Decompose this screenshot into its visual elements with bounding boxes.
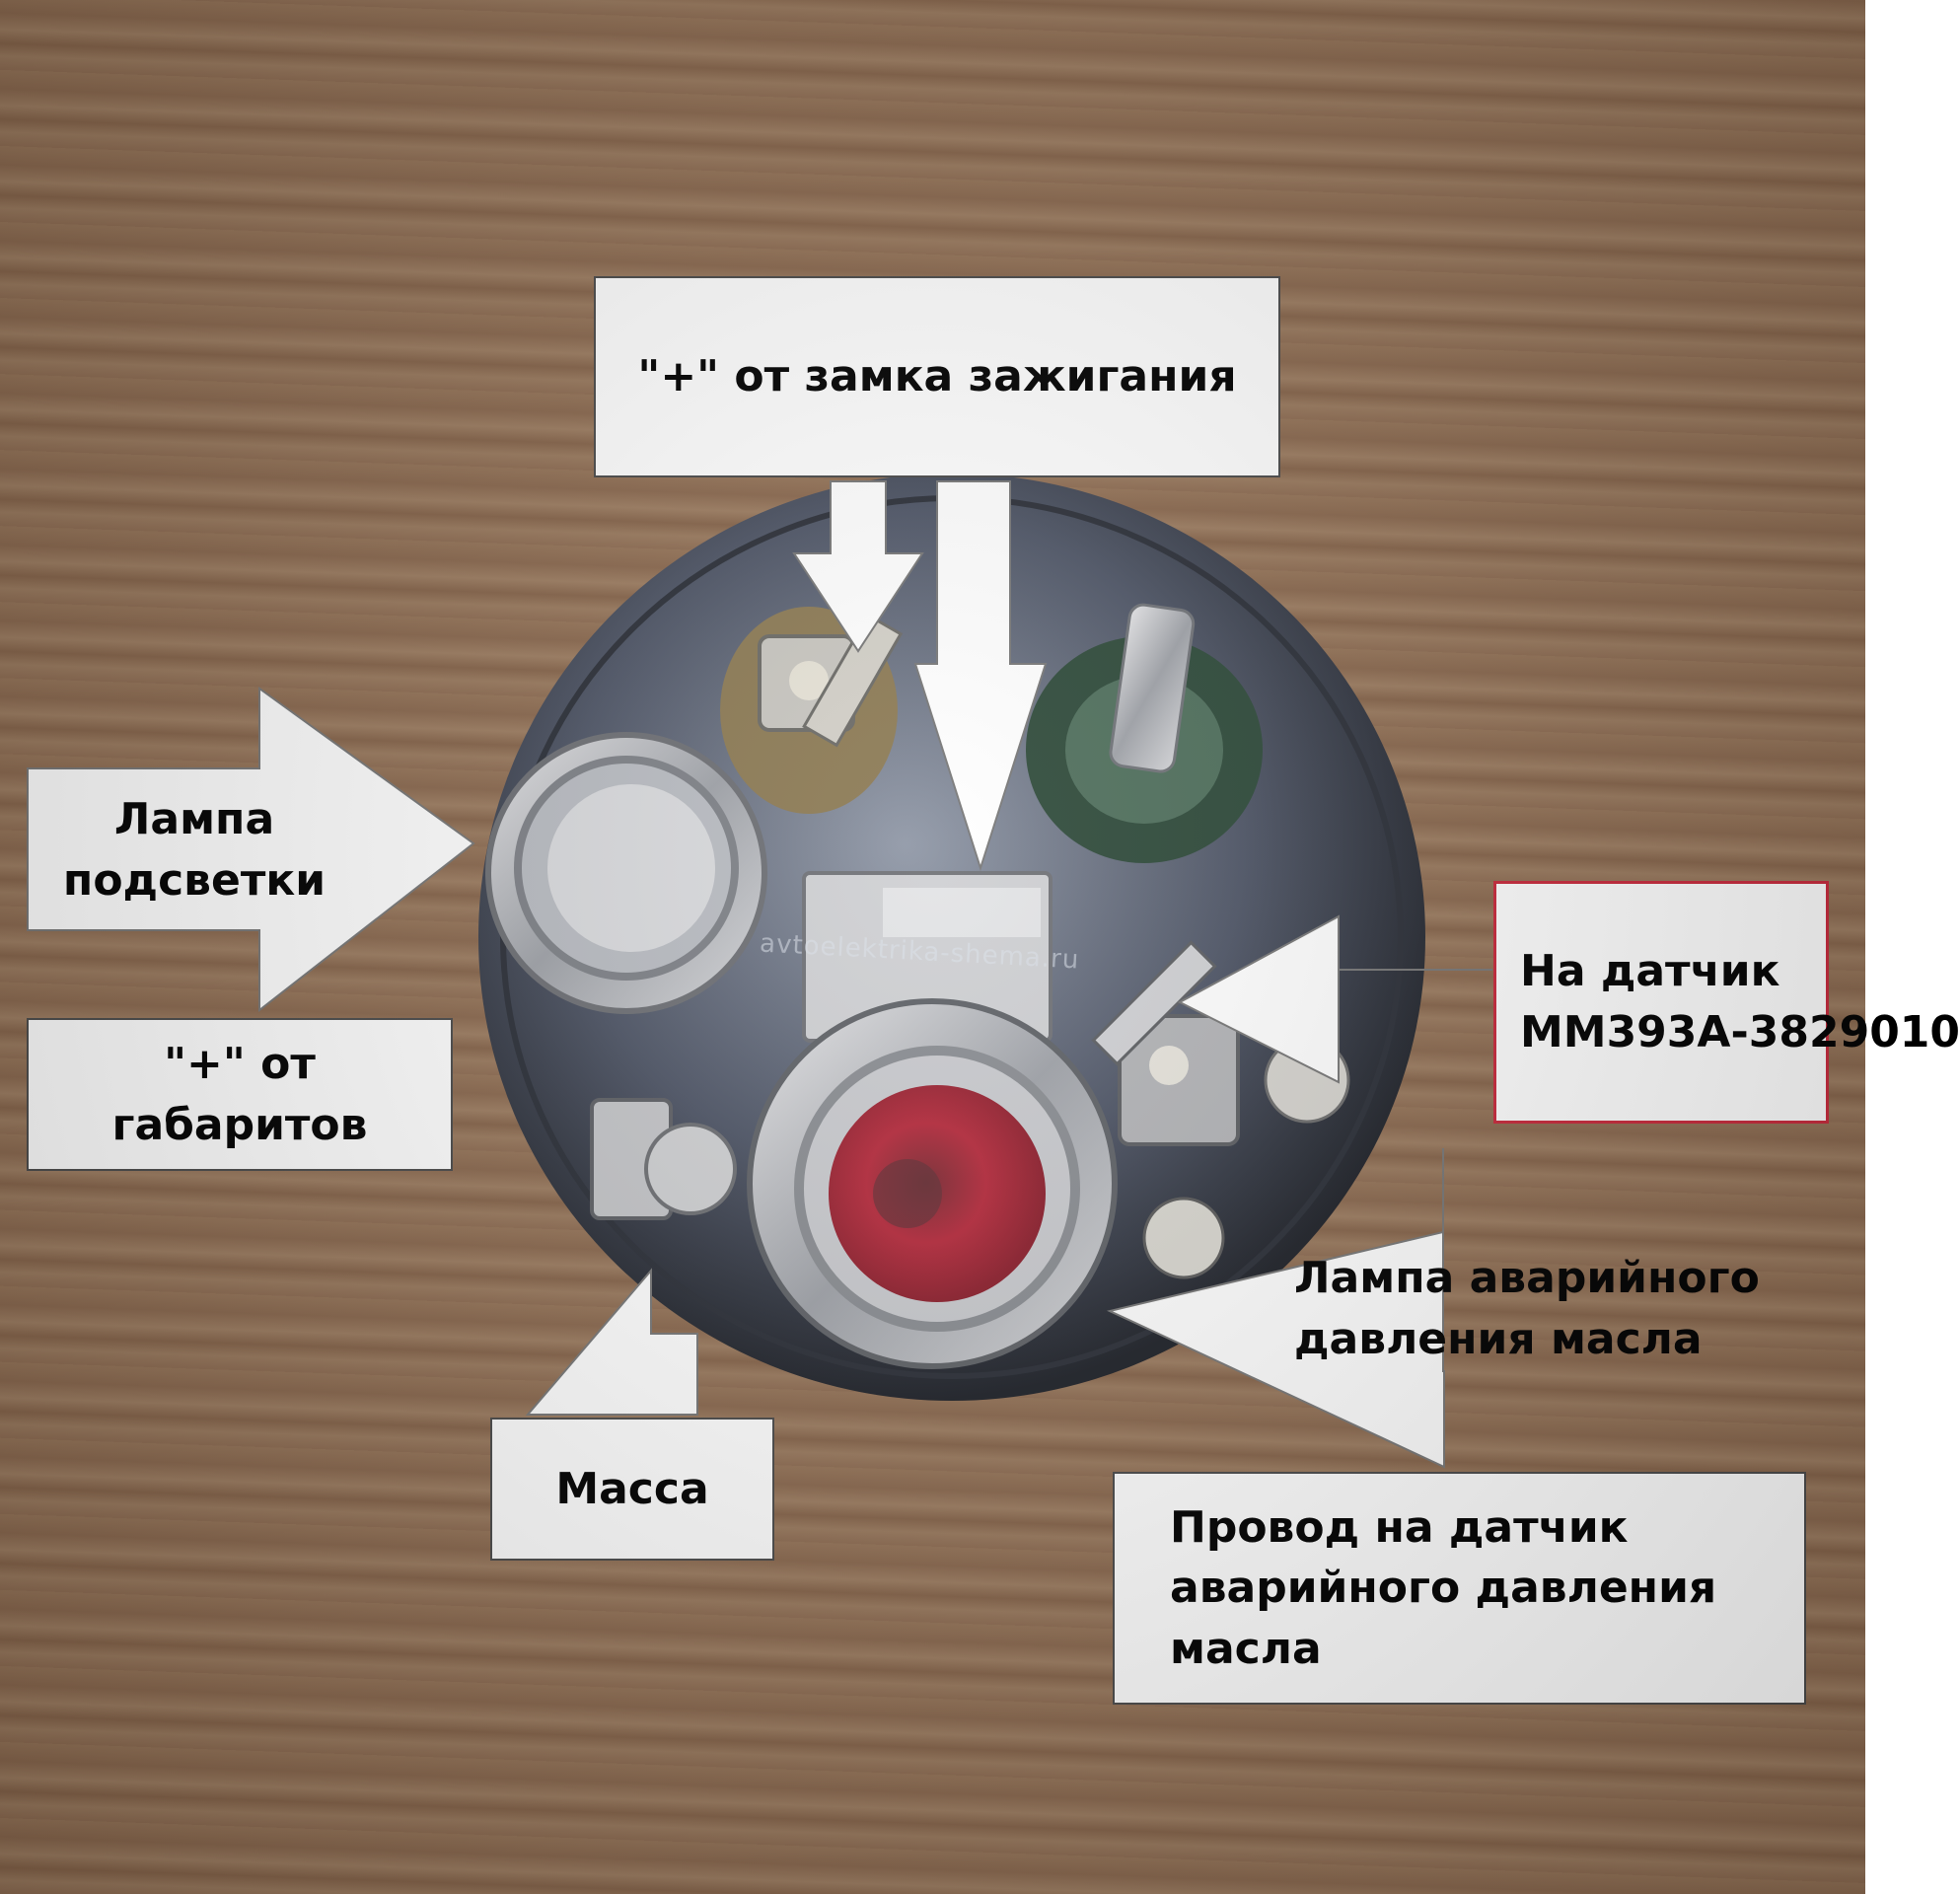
oil-wire-terminal xyxy=(1142,1197,1225,1279)
arrow-sensor xyxy=(1177,914,1492,1084)
gauge-photo xyxy=(27,474,1492,1469)
arrow-oil-lamp xyxy=(1106,1148,1445,1469)
label-ignition-plus: "+" от замка зажигания xyxy=(594,276,1280,477)
threaded-stud xyxy=(1109,603,1196,773)
arrow-backlight xyxy=(27,687,475,1013)
label-backlight-lamp: Лампа подсветки xyxy=(62,794,327,906)
arrow-ground xyxy=(525,1268,698,1416)
label-oil-pressure-lamp: Лампа аварийного давления масла xyxy=(1294,1253,1760,1364)
arrow-ignition-center xyxy=(913,480,1048,872)
label-ground: Масса xyxy=(490,1418,774,1561)
label-oil-pressure-wire: Провод на датчик аварийного давления мас… xyxy=(1113,1472,1806,1705)
label-side-lights-plus: "+" от габаритов xyxy=(27,1018,453,1171)
arrow-ignition-left xyxy=(792,480,924,653)
label-sensor-mm393a: На датчик ММ393А-3829010 xyxy=(1493,881,1960,1124)
